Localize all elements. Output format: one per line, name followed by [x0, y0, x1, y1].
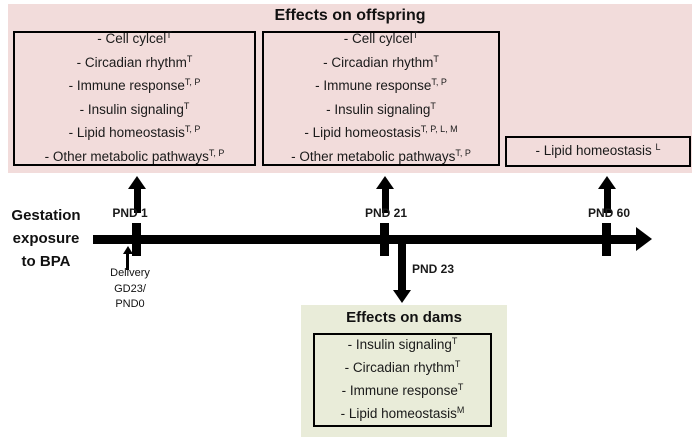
- effect-superscript: T: [186, 53, 193, 64]
- tick-pnd1: [132, 223, 141, 256]
- effect-item: - Other metabolic pathwaysT, P: [291, 146, 471, 170]
- effect-text: - Immune response: [341, 383, 458, 398]
- effect-superscript: T, P: [431, 77, 447, 87]
- effect-item: - Immune responseT, P: [315, 75, 447, 99]
- up-arrow-pnd1: [128, 176, 146, 213]
- arrow-shaft: [603, 189, 611, 213]
- tick-label-pnd60: PND 60: [587, 206, 631, 220]
- effect-superscript: T: [454, 359, 461, 369]
- tick-pnd21: [380, 223, 389, 256]
- effect-superscript: T, P: [184, 77, 201, 87]
- dams-panel: Effects on dams - Insulin signalingT - C…: [301, 305, 507, 437]
- effect-item: - Lipid homeostasis L: [535, 140, 660, 164]
- tick-label-pnd23: PND 23: [412, 262, 455, 276]
- gestation-exposure-label: Gestation exposure to BPA: [0, 204, 92, 273]
- effect-item: - Other metabolic pathwaysT, P: [45, 146, 225, 170]
- delivery-note-line2: GD23/: [114, 282, 146, 295]
- effect-superscript: T, P, L, M: [420, 124, 458, 134]
- effect-superscript: L: [655, 141, 661, 152]
- effect-item: - Insulin signalingT: [80, 99, 190, 123]
- effect-text: - Circadian rhythm: [344, 360, 455, 375]
- arrow-head: [598, 176, 616, 189]
- effect-item: - Insulin signalingT: [348, 334, 458, 357]
- tick-label-pnd1: PND 1: [112, 206, 148, 220]
- effect-text: - Lipid homeostasis: [68, 125, 185, 140]
- up-arrow-pnd21: [376, 176, 394, 213]
- effect-text: - Cell cylcel: [343, 31, 413, 46]
- arrow-head: [376, 176, 394, 189]
- timeline-axis: [93, 235, 638, 244]
- effect-item: - Circadian rhythmT: [345, 357, 461, 380]
- effect-item: - Cell cylcelT: [97, 28, 172, 52]
- effect-text: - Insulin signaling: [326, 101, 431, 117]
- effect-superscript: T: [166, 30, 172, 40]
- arrow-head: [393, 290, 411, 303]
- effect-item: - Circadian rhythmT: [77, 52, 193, 76]
- arrow-shaft: [381, 189, 389, 213]
- effect-item: - Lipid homeostasisM: [341, 403, 465, 426]
- tick-label-pnd21: PND 21: [364, 206, 408, 220]
- effect-superscript: T, P: [184, 124, 201, 134]
- effect-text: - Insulin signaling: [347, 337, 452, 352]
- effect-text: - Lipid homeostasis: [340, 406, 457, 421]
- effect-item: - Immune responseT, P: [69, 75, 201, 99]
- offspring-banner-title: Effects on offspring: [274, 7, 426, 24]
- effect-item: - Cell cylcelT: [344, 28, 419, 52]
- effect-superscript: T, P: [455, 147, 471, 158]
- effect-superscript: M: [456, 405, 465, 415]
- effect-text: - Immune response: [68, 78, 185, 93]
- effect-text: - Lipid homeostasis: [304, 125, 421, 140]
- effect-superscript: T: [430, 100, 436, 111]
- arrow-head: [122, 246, 133, 254]
- arrow-shaft: [126, 254, 129, 270]
- effect-text: - Circadian rhythm: [323, 54, 434, 70]
- effect-item: - Lipid homeostasisT, P: [69, 122, 201, 146]
- gestation-label-line2: exposure: [12, 230, 80, 247]
- delivery-up-arrow: [122, 246, 133, 270]
- effect-text: - Other metabolic pathways: [291, 148, 456, 164]
- effect-superscript: T: [412, 30, 419, 40]
- offspring-box-pnd60: - Lipid homeostasis L: [505, 136, 691, 167]
- effect-superscript: T: [433, 53, 439, 64]
- arrow-head: [128, 176, 146, 189]
- down-arrow-pnd23: [393, 244, 411, 303]
- dams-box: - Insulin signalingT - Circadian rhythmT…: [313, 333, 492, 427]
- effect-superscript: T, P: [208, 147, 225, 158]
- arrow-shaft: [133, 189, 141, 213]
- effect-item: - Insulin signalingT: [326, 99, 436, 123]
- delivery-note-line1: Delivery: [110, 267, 150, 279]
- offspring-box-pnd21: - Cell cylcelT - Circadian rhythmT - Imm…: [262, 28, 500, 166]
- delivery-note: Delivery GD23/ PND0: [95, 266, 165, 313]
- effect-superscript: T: [451, 336, 458, 346]
- effect-item: - Circadian rhythmT: [323, 52, 439, 76]
- effect-text: - Circadian rhythm: [76, 54, 187, 70]
- gestation-label-line3: to BPA: [21, 253, 71, 270]
- effect-item: - Lipid homeostasisT, P, L, M: [304, 122, 457, 146]
- effect-text: - Immune response: [315, 78, 432, 93]
- effect-superscript: T: [183, 100, 190, 111]
- effect-text: - Cell cylcel: [97, 31, 167, 46]
- effect-text: - Lipid homeostasis: [535, 142, 656, 158]
- dams-panel-title: Effects on dams: [346, 309, 462, 326]
- effect-superscript: T: [457, 382, 464, 392]
- effect-text: - Insulin signaling: [79, 101, 184, 117]
- delivery-note-line3: PND0: [115, 298, 145, 310]
- arrow-shaft: [398, 244, 406, 290]
- effect-item: - Immune responseT: [342, 380, 464, 403]
- tick-pnd60: [602, 223, 611, 256]
- gestation-label-line1: Gestation: [11, 207, 81, 224]
- up-arrow-pnd60: [598, 176, 616, 213]
- offspring-box-pnd1: - Cell cylcelT - Circadian rhythmT - Imm…: [13, 28, 256, 166]
- effect-text: - Other metabolic pathways: [44, 148, 209, 164]
- timeline-arrowhead-icon: [636, 227, 652, 251]
